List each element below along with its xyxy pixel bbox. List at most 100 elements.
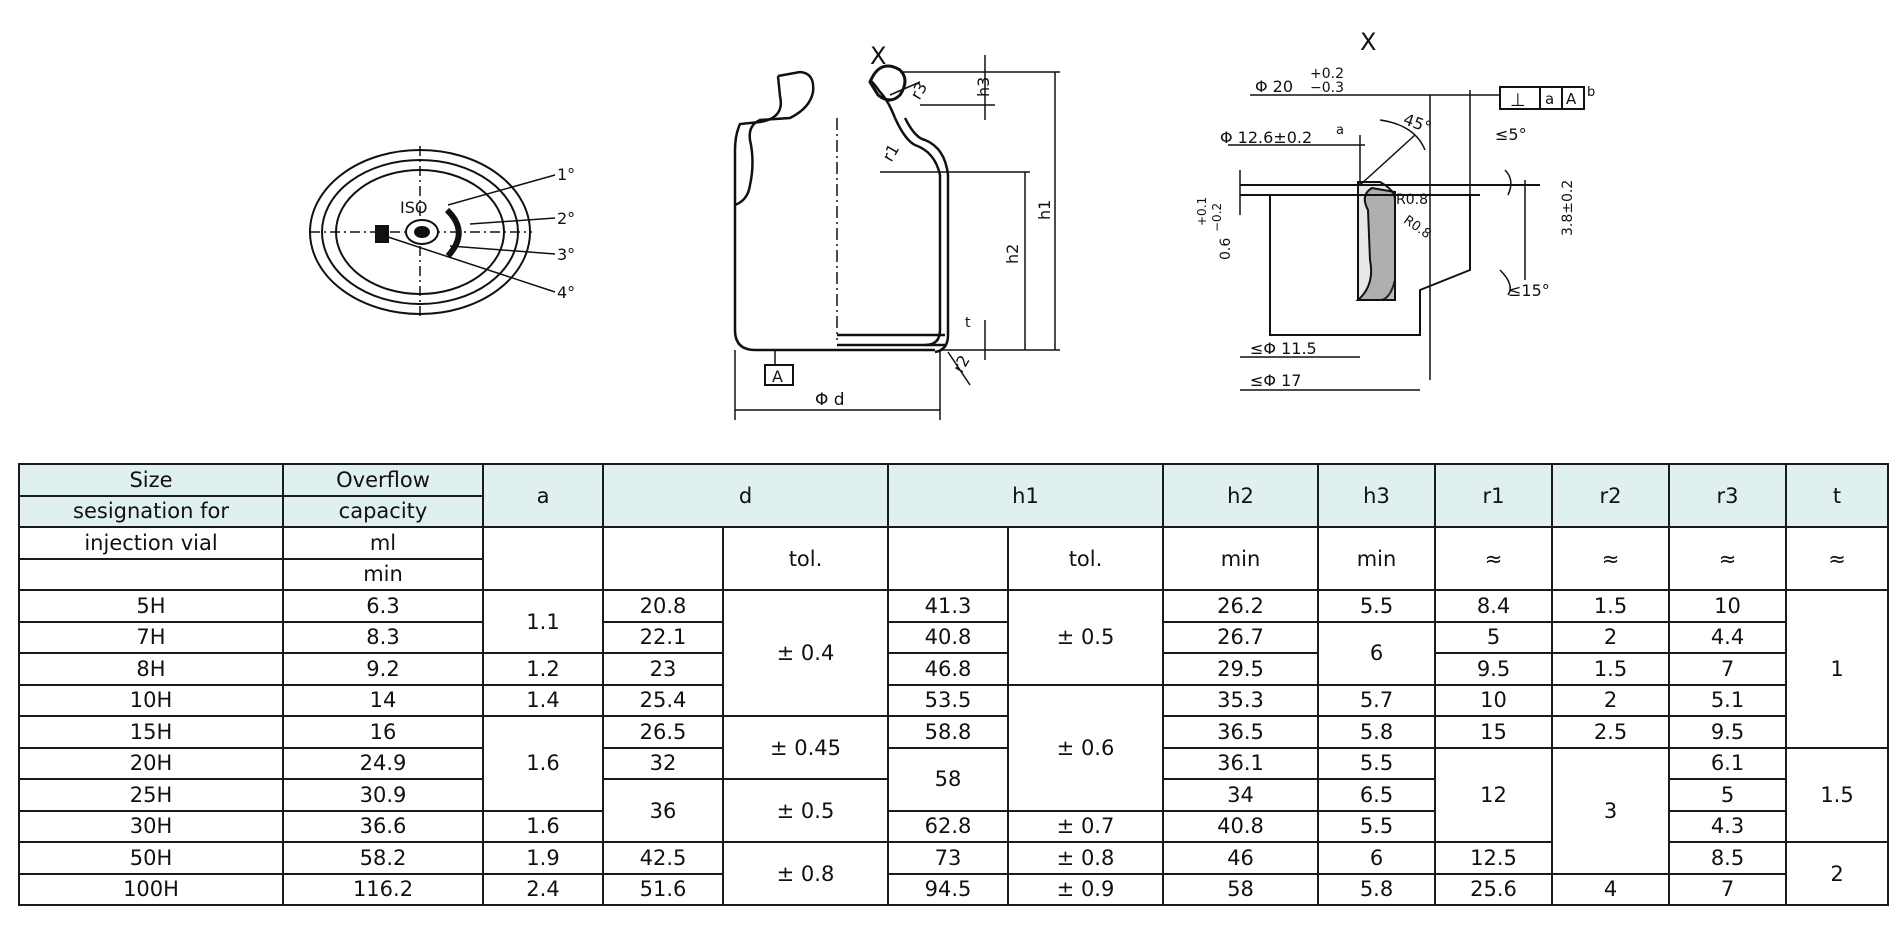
d-cell: 23 [602,652,724,686]
size-cell: 100H [18,872,284,906]
h1-label: h1 [1035,200,1054,220]
r08-label-1: R0.8 [1396,192,1428,208]
header-overflow-line1: Overflow [282,463,484,497]
r1-cell: 9.5 [1434,652,1554,686]
header-overflow-min: min [282,557,484,591]
table-row: 10H 14 1.4 25.4 53.5 ± 0.6 35.3 5.7 10 2… [18,683,1888,812]
h1-cell: 40.8 [887,620,1009,654]
overflow-cell: 58.2 [282,841,484,875]
h1-cell: 62.8 [887,809,1009,843]
header-overflow-unit: ml [282,526,484,560]
h2-cell: 29.5 [1162,652,1320,686]
d-tol-cell: ± 0.5 [722,778,889,843]
x-mark-1: X [870,42,886,70]
a-cell: 1.9 [482,841,604,875]
header-a: a [482,463,604,528]
header-h2-min: min [1162,526,1320,591]
table-row: 100H 116.2 2.4 51.6 94.5 ± 0.9 58 5.8 25… [18,872,1888,906]
r3-label: r3 [906,79,931,103]
h2-cell: 36.5 [1162,715,1320,749]
overflow-cell: 36.6 [282,809,484,843]
d-cell: 36 [602,778,724,843]
d-tol-cell: ± 0.8 [722,841,889,906]
phi126-note-a: a [1336,123,1344,138]
header-size-blank [18,557,284,591]
h2-cell: 26.2 [1162,589,1320,623]
r3-cell: 9.5 [1668,715,1788,749]
header-size-line2: sesignation for [18,494,284,528]
h3-cell: 6 [1317,841,1437,875]
r3-cell: 5 [1668,778,1788,812]
h1-tol-cell: ± 0.6 [1006,683,1165,812]
d-cell: 32 [602,746,724,780]
h2-cell: 34 [1162,778,1320,812]
t-cell: 1 [1785,589,1890,749]
mark-4-label: 4° [557,283,575,302]
a-cell: 2.4 [482,872,604,906]
d-cell: 26.5 [602,715,724,749]
h1-cell: 58 [887,746,1009,812]
d-cell: 22.1 [602,620,724,654]
size-cell: 25H [18,778,284,812]
header-t: t [1785,463,1890,528]
d-cell: 25.4 [602,683,724,717]
phi-17-label: ≤Φ 17 [1250,371,1301,390]
overflow-cell: 24.9 [282,746,484,780]
r2-cell: 4 [1551,872,1671,906]
table-row: 15H 16 1.6 26.5 ± 0.45 58.8 36.5 5.8 15 … [18,715,1888,812]
mark-1-label: 1° [557,165,575,184]
angle-15-label: ≤15° [1508,281,1550,300]
h3-cell: 6.5 [1317,778,1437,812]
header-r1-approx: ≈ [1434,526,1554,591]
overflow-cell: 14 [282,683,484,717]
r2-label: r2 [949,352,974,376]
a-cell: 1.6 [482,809,604,843]
header-size-line1: Size [18,463,284,497]
dim-0-6-tol-minus: −0.2 [1210,203,1224,232]
table-row: 20H 24.9 32 58 36.1 5.5 12 3 6.1 1.5 [18,746,1890,875]
header-r2: r2 [1551,463,1671,528]
header-d-blank [602,526,724,591]
table-row: 50H 58.2 1.9 42.5 ± 0.8 73 ± 0.8 46 6 12… [18,841,1890,906]
size-cell: 10H [18,683,284,717]
h2-cell: 26.7 [1162,620,1320,654]
vial-dimension-table: Size Overflow a d h1 h2 h3 r1 r2 r3 t se… [18,463,1890,906]
technical-drawings: ISO 1° 2° 3° 4° X r3 r1 h3 h2 h1 t r2 A … [309,28,1595,420]
t-label: t [965,315,971,331]
phi-11-5-label: ≤Φ 11.5 [1250,339,1317,358]
h2-label: h2 [1003,244,1022,264]
r2-cell: 2 [1551,620,1671,654]
table-row: 25H 30.9 36 ± 0.5 34 6.5 5 [18,778,1888,843]
header-h3: h3 [1317,463,1437,528]
x-mark-2: X [1360,28,1376,56]
datum-ref-a-small: a [1545,90,1554,108]
phi20-tol-plus: +0.2 [1310,66,1344,82]
h1-cell: 58.8 [887,715,1009,749]
table-row: 30H 36.6 1.6 62.8 ± 0.7 40.8 5.5 4.3 [18,809,1888,843]
neck-detail-drawing [1228,86,1585,391]
h3-cell: 5.5 [1317,589,1437,623]
header-h1-tol: tol. [1006,526,1165,591]
note-b: b [1587,85,1595,100]
h2-cell: 36.1 [1162,746,1320,780]
h3-label: h3 [974,77,993,97]
r3-cell: 4.4 [1668,620,1788,654]
overflow-cell: 8.3 [282,620,484,654]
h3-cell: 5.8 [1317,872,1437,906]
size-cell: 7H [18,620,284,654]
h1-tol-cell: ± 0.5 [1006,589,1165,686]
h1-cell: 46.8 [887,652,1009,686]
perpendicularity-symbol: ⊥ [1510,90,1526,111]
r2-cell: 1.5 [1551,652,1671,686]
header-h2: h2 [1162,463,1320,528]
r3-cell: 7 [1668,872,1788,906]
a-cell: 1.6 [482,715,604,812]
d-tol-cell: ± 0.45 [722,715,889,780]
h3-cell: 5.8 [1317,715,1437,749]
phi20-label: Φ 20 [1255,77,1293,96]
header-r1: r1 [1434,463,1554,528]
r3-cell: 4.3 [1668,809,1788,843]
size-cell: 20H [18,746,284,780]
r08-label-2: R0.8 [1400,213,1433,242]
r1-cell: 8.4 [1434,589,1554,623]
